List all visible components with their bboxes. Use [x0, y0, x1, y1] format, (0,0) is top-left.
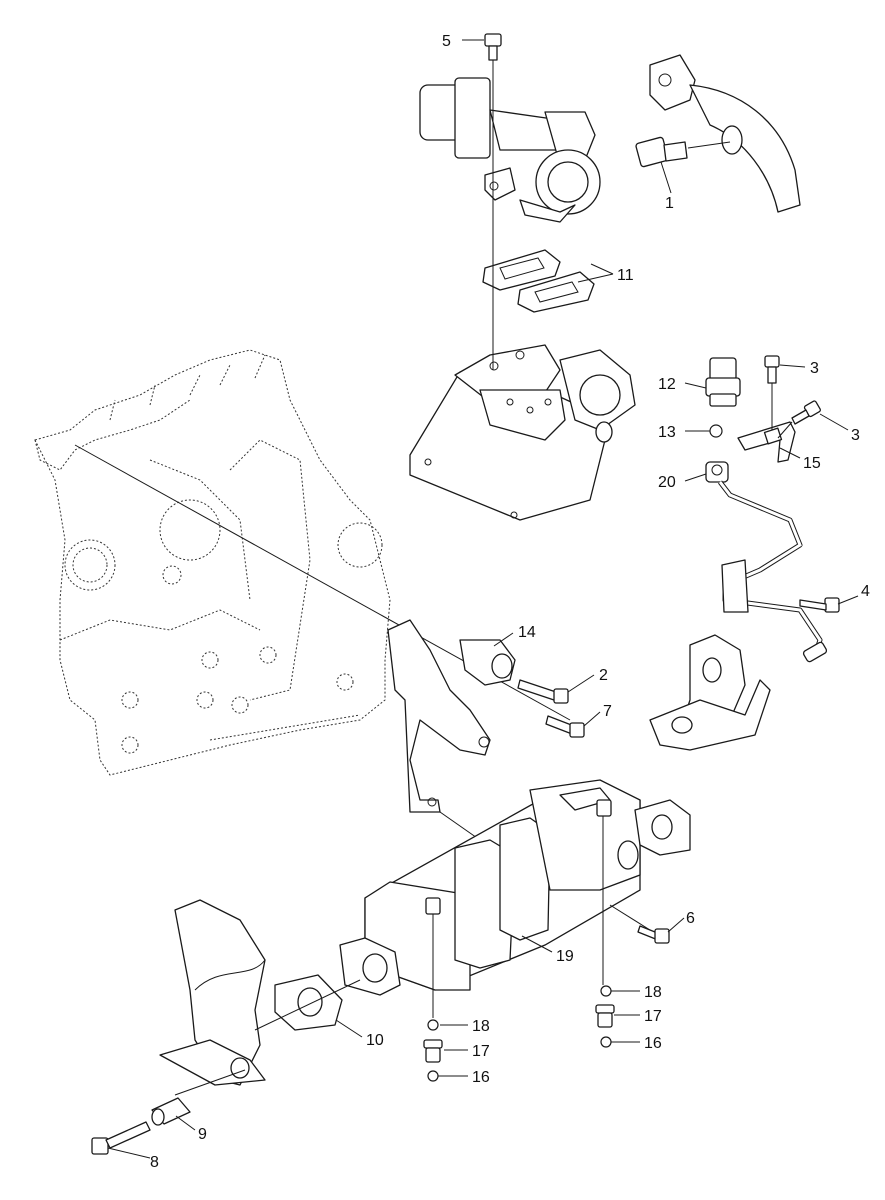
gasket-pair: [482, 249, 595, 313]
coolant-elbow-pipe: [649, 54, 801, 213]
callout-18b: 18: [644, 984, 662, 1001]
callout-3a: 3: [810, 360, 819, 377]
callout-11: 11: [617, 267, 634, 284]
callout-9: 9: [198, 1126, 207, 1143]
washer-16-right: [600, 1036, 612, 1048]
callout-6: 6: [686, 910, 695, 927]
spacer-sleeve: [151, 1097, 191, 1126]
callout-12: 12: [658, 376, 676, 393]
callout-4: 4: [861, 583, 870, 600]
callout-3b: 3: [851, 427, 860, 444]
sealing-washer-13: [709, 424, 723, 438]
intake-manifold: [409, 344, 636, 521]
cooler-bracket: [387, 619, 516, 813]
callout-leaders: [107, 39, 859, 1159]
callout-15: 15: [803, 455, 821, 472]
pressure-sensor: [705, 357, 741, 407]
callout-2: 2: [599, 667, 608, 684]
egr-valve: [419, 77, 601, 223]
callout-19: 19: [556, 948, 574, 965]
temperature-sensor: [635, 136, 688, 168]
exhaust-elbow: [649, 634, 771, 751]
callout-20: 20: [658, 474, 676, 491]
egr-pressure-pipe: [718, 480, 828, 663]
callout-16b: 16: [644, 1035, 662, 1052]
union-17-left: [423, 1039, 443, 1063]
bolt-8: [91, 1121, 151, 1155]
washer-18-left: [427, 1019, 439, 1031]
washer-18-right: [600, 985, 612, 997]
bolt-3-vertical: [764, 355, 780, 384]
bolt-2: [517, 679, 569, 704]
banjo-fitting: [705, 461, 729, 483]
callout-5: 5: [442, 33, 451, 50]
callout-16a: 16: [472, 1069, 490, 1086]
bolt-7: [545, 715, 585, 738]
callout-8: 8: [150, 1154, 159, 1171]
bolt-4: [799, 597, 840, 613]
callout-1: 1: [665, 195, 674, 212]
callout-14: 14: [518, 624, 536, 641]
egr-cooler: [339, 779, 691, 996]
flange-gasket: [274, 974, 343, 1031]
engine-block: [34, 349, 391, 776]
bolt-3-angled: [791, 400, 821, 425]
callout-17b: 17: [644, 1008, 662, 1025]
bolt-5: [484, 33, 502, 61]
union-17-right: [595, 1004, 615, 1028]
bolt-6: [637, 925, 670, 944]
callout-10: 10: [366, 1032, 384, 1049]
callout-17a: 17: [472, 1043, 490, 1060]
callout-7: 7: [603, 703, 612, 720]
callout-18a: 18: [472, 1018, 490, 1035]
washer-16-left: [427, 1070, 439, 1082]
egr-inlet-pipe: [159, 899, 266, 1086]
callout-13: 13: [658, 424, 676, 441]
